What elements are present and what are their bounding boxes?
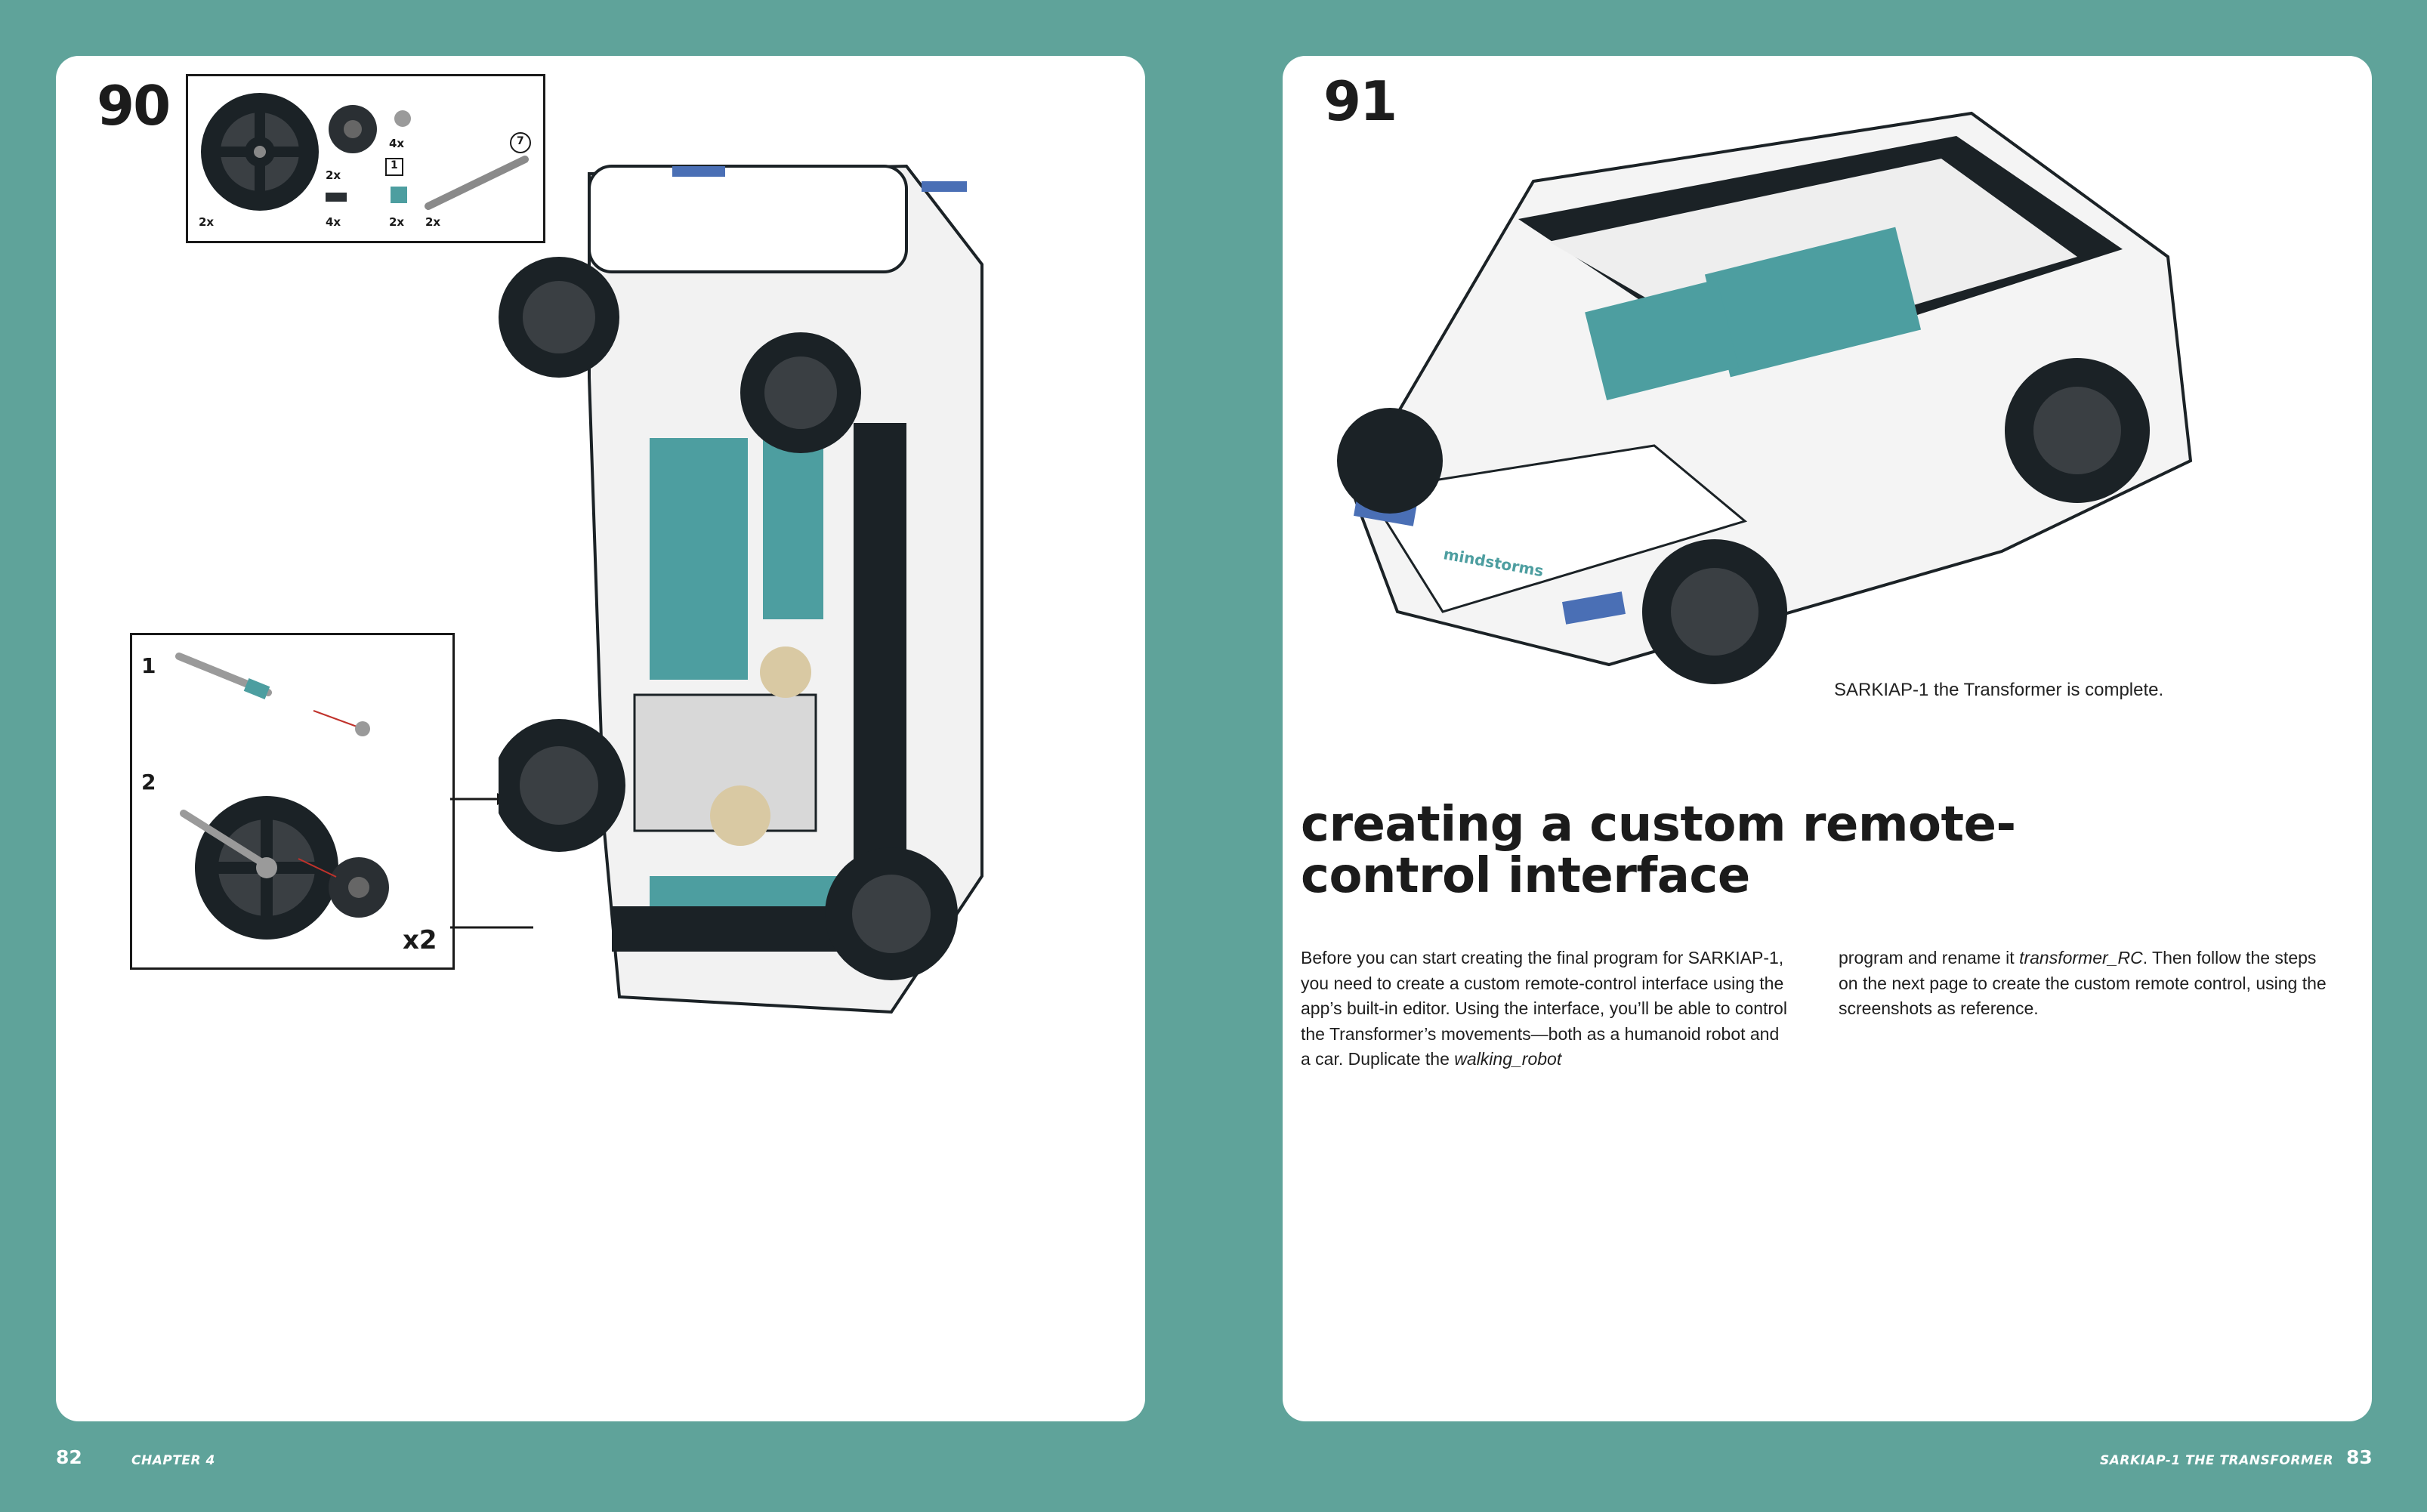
axle-icon [425, 156, 529, 210]
body-col1-text: Before you can start creating the final … [1301, 948, 1787, 1069]
program-name-transformer-rc: transformer_RC [2019, 948, 2143, 967]
qty-pin: 4x [326, 215, 341, 229]
pin-icon [326, 193, 347, 202]
running-head-left: CHAPTER 4 [131, 1453, 215, 1468]
step-number-91: 91 [1323, 69, 1397, 133]
gear-hub-icon [329, 105, 377, 153]
parts-icons [201, 93, 531, 211]
subassembly-illustration [175, 653, 389, 940]
insert-arrow-icon [298, 858, 337, 878]
body-col2-text-b: . Then follow the steps on the next page… [1839, 948, 2327, 1018]
body-column-1: Before you can start creating the final … [1301, 946, 1792, 1072]
body-col2-text-a: program and rename it [1839, 948, 2020, 967]
qty-wheel: 2x [199, 215, 215, 229]
folio-83: 83 [2346, 1446, 2373, 1468]
car-model-step91: mindstorms [1337, 111, 2193, 684]
hub-icon [329, 857, 389, 918]
substep-2: 2 [141, 770, 156, 795]
robot-model-step90 [499, 164, 983, 1014]
length-indicator-icon [510, 132, 531, 153]
axle-assembly-icon [175, 653, 370, 736]
qty-hub: 2x [326, 168, 341, 182]
qty-bushing: 4x [389, 137, 405, 150]
bushing-icon [394, 110, 411, 127]
folio-82: 82 [56, 1446, 82, 1468]
count-box-icon [385, 158, 403, 176]
length-label: 7 [517, 135, 524, 147]
program-name-walking-robot: walking_robot [1454, 1049, 1562, 1069]
wheel-assembly-icon [195, 796, 338, 940]
box-label: 1 [391, 159, 398, 171]
multiplier-label: x2 [403, 925, 437, 955]
wheel-icon [201, 93, 319, 211]
completion-caption: SARKIAP-1 the Transformer is complete. [1834, 680, 2164, 700]
parts-callout: 2x 2x 4x 4x 2x 2x 7 1 [186, 74, 545, 243]
assembly-axle-icon [180, 810, 264, 866]
running-head-right: SARKIAP-1 THE TRANSFORMER [2100, 1453, 2334, 1468]
step-number-90: 90 [97, 74, 171, 137]
qty-connector: 2x [389, 215, 405, 229]
qty-axle: 2x [425, 215, 441, 229]
teal-connector-icon [391, 187, 407, 203]
body-column-2: program and rename it transformer_RC. Th… [1839, 946, 2330, 1022]
section-heading: creating a custom remote-control interfa… [1301, 797, 2016, 904]
substep-1: 1 [141, 653, 156, 678]
subassembly-callout: 1 2 x2 [130, 633, 455, 970]
